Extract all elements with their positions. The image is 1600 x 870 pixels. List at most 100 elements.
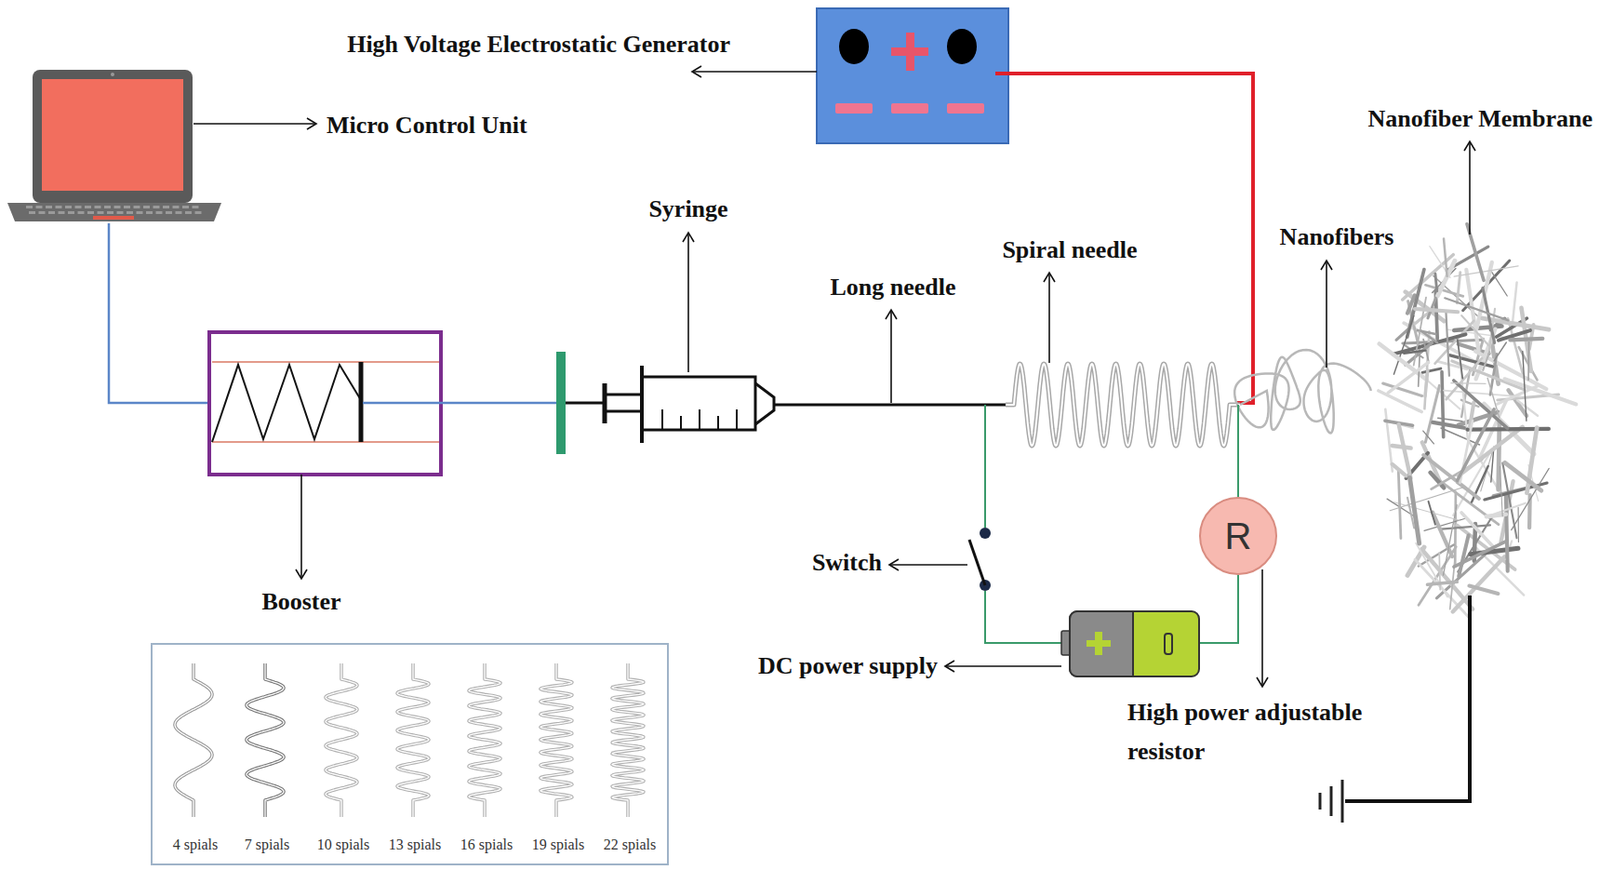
fiber (1385, 409, 1393, 472)
key (114, 205, 121, 209)
leader-arrow (692, 70, 817, 73)
part-label: Nanofibers (1280, 222, 1395, 252)
wire (984, 404, 987, 528)
plunger-rod (565, 401, 603, 405)
rail (212, 440, 440, 443)
fiber (1392, 464, 1407, 477)
key (173, 205, 180, 209)
ground-plate (1330, 786, 1334, 816)
part-label: Nanofiber Membrane (1368, 104, 1593, 134)
key (75, 205, 82, 209)
key (78, 211, 85, 214)
leader-arrows (193, 71, 1470, 687)
fiber (1440, 524, 1491, 529)
fiber (1394, 502, 1461, 521)
key (133, 205, 141, 209)
nanofiber-membrane (1378, 224, 1576, 619)
key (165, 211, 173, 214)
key (58, 211, 66, 214)
key (55, 205, 63, 209)
leader-arrow (687, 232, 690, 373)
minus-sign (891, 103, 929, 114)
spring (212, 364, 361, 442)
generator-box (816, 8, 1009, 144)
fiber (1432, 422, 1465, 428)
key (97, 211, 105, 214)
plunger-end (602, 383, 608, 424)
key (192, 205, 200, 209)
nozzle (755, 383, 774, 425)
fiber (1423, 454, 1480, 499)
leader-arrow (193, 122, 317, 125)
switch-contact (979, 527, 991, 539)
battery-minus (1164, 633, 1173, 654)
key (175, 211, 183, 214)
minus-sign (946, 103, 985, 114)
key (45, 205, 53, 209)
spiral-inset-box: 4 spials7 spials10 spials13 spials16 spi… (150, 642, 669, 866)
long-needle (773, 403, 1006, 407)
spiral-count: 13 spials (388, 836, 441, 854)
wire (1199, 574, 1239, 643)
fiber (1432, 512, 1453, 557)
fiber (1438, 417, 1463, 421)
sample-coil-core (468, 663, 501, 817)
key (195, 211, 202, 214)
key (143, 205, 150, 209)
keyboard (26, 205, 202, 214)
push-bar (359, 361, 364, 442)
key (28, 211, 36, 214)
part-label: Long needle (829, 272, 956, 302)
fiber (1428, 501, 1436, 525)
ground-symbol (1320, 779, 1343, 823)
tick (680, 415, 682, 430)
fiber (1443, 238, 1448, 276)
leader-arrow (1468, 141, 1471, 235)
fiber (1444, 297, 1508, 320)
syringe (565, 365, 774, 443)
terminal (946, 28, 977, 65)
sample-coil (397, 663, 429, 817)
fiber (1423, 430, 1435, 444)
fiber (1456, 272, 1461, 304)
laptop-screen (41, 79, 184, 191)
control-wire (108, 223, 210, 403)
ground-plate (1319, 792, 1322, 810)
key (153, 205, 160, 209)
tick (661, 409, 664, 430)
tick (735, 409, 738, 430)
part-label: Booster (261, 586, 341, 616)
key (67, 211, 75, 214)
hv-wire (995, 73, 1254, 403)
tick (717, 415, 720, 430)
key (26, 205, 33, 209)
fiber (1488, 503, 1526, 517)
resistor-letter: R (1225, 517, 1253, 555)
leader-arrow (1325, 260, 1328, 368)
part-label: Syringe (648, 194, 728, 224)
part-label: Spiral needle (1001, 235, 1137, 265)
fiber (1435, 273, 1438, 292)
key (156, 211, 163, 214)
spiral-count: 7 spials (244, 836, 290, 854)
laptop-base (7, 202, 222, 222)
sample-coil-core (174, 663, 213, 817)
fiber (1457, 409, 1495, 481)
push-plate (556, 351, 566, 454)
fiber (1490, 269, 1507, 296)
fiber (1443, 390, 1521, 398)
leader-arrow (890, 309, 893, 403)
leader-arrow (945, 665, 1062, 667)
sample-coil (612, 663, 644, 817)
fiber (1453, 540, 1507, 567)
fiber (1414, 308, 1458, 312)
sample-coil-core (325, 663, 358, 817)
part-label: Micro Control Unit (326, 110, 528, 140)
sample-coil-core (397, 663, 429, 817)
fiber (1527, 342, 1530, 381)
fiber (1424, 518, 1467, 532)
key (39, 211, 46, 214)
spiral-count: 10 spials (317, 836, 370, 854)
laptop-bezel (32, 69, 193, 203)
ground-plate (1341, 779, 1345, 823)
